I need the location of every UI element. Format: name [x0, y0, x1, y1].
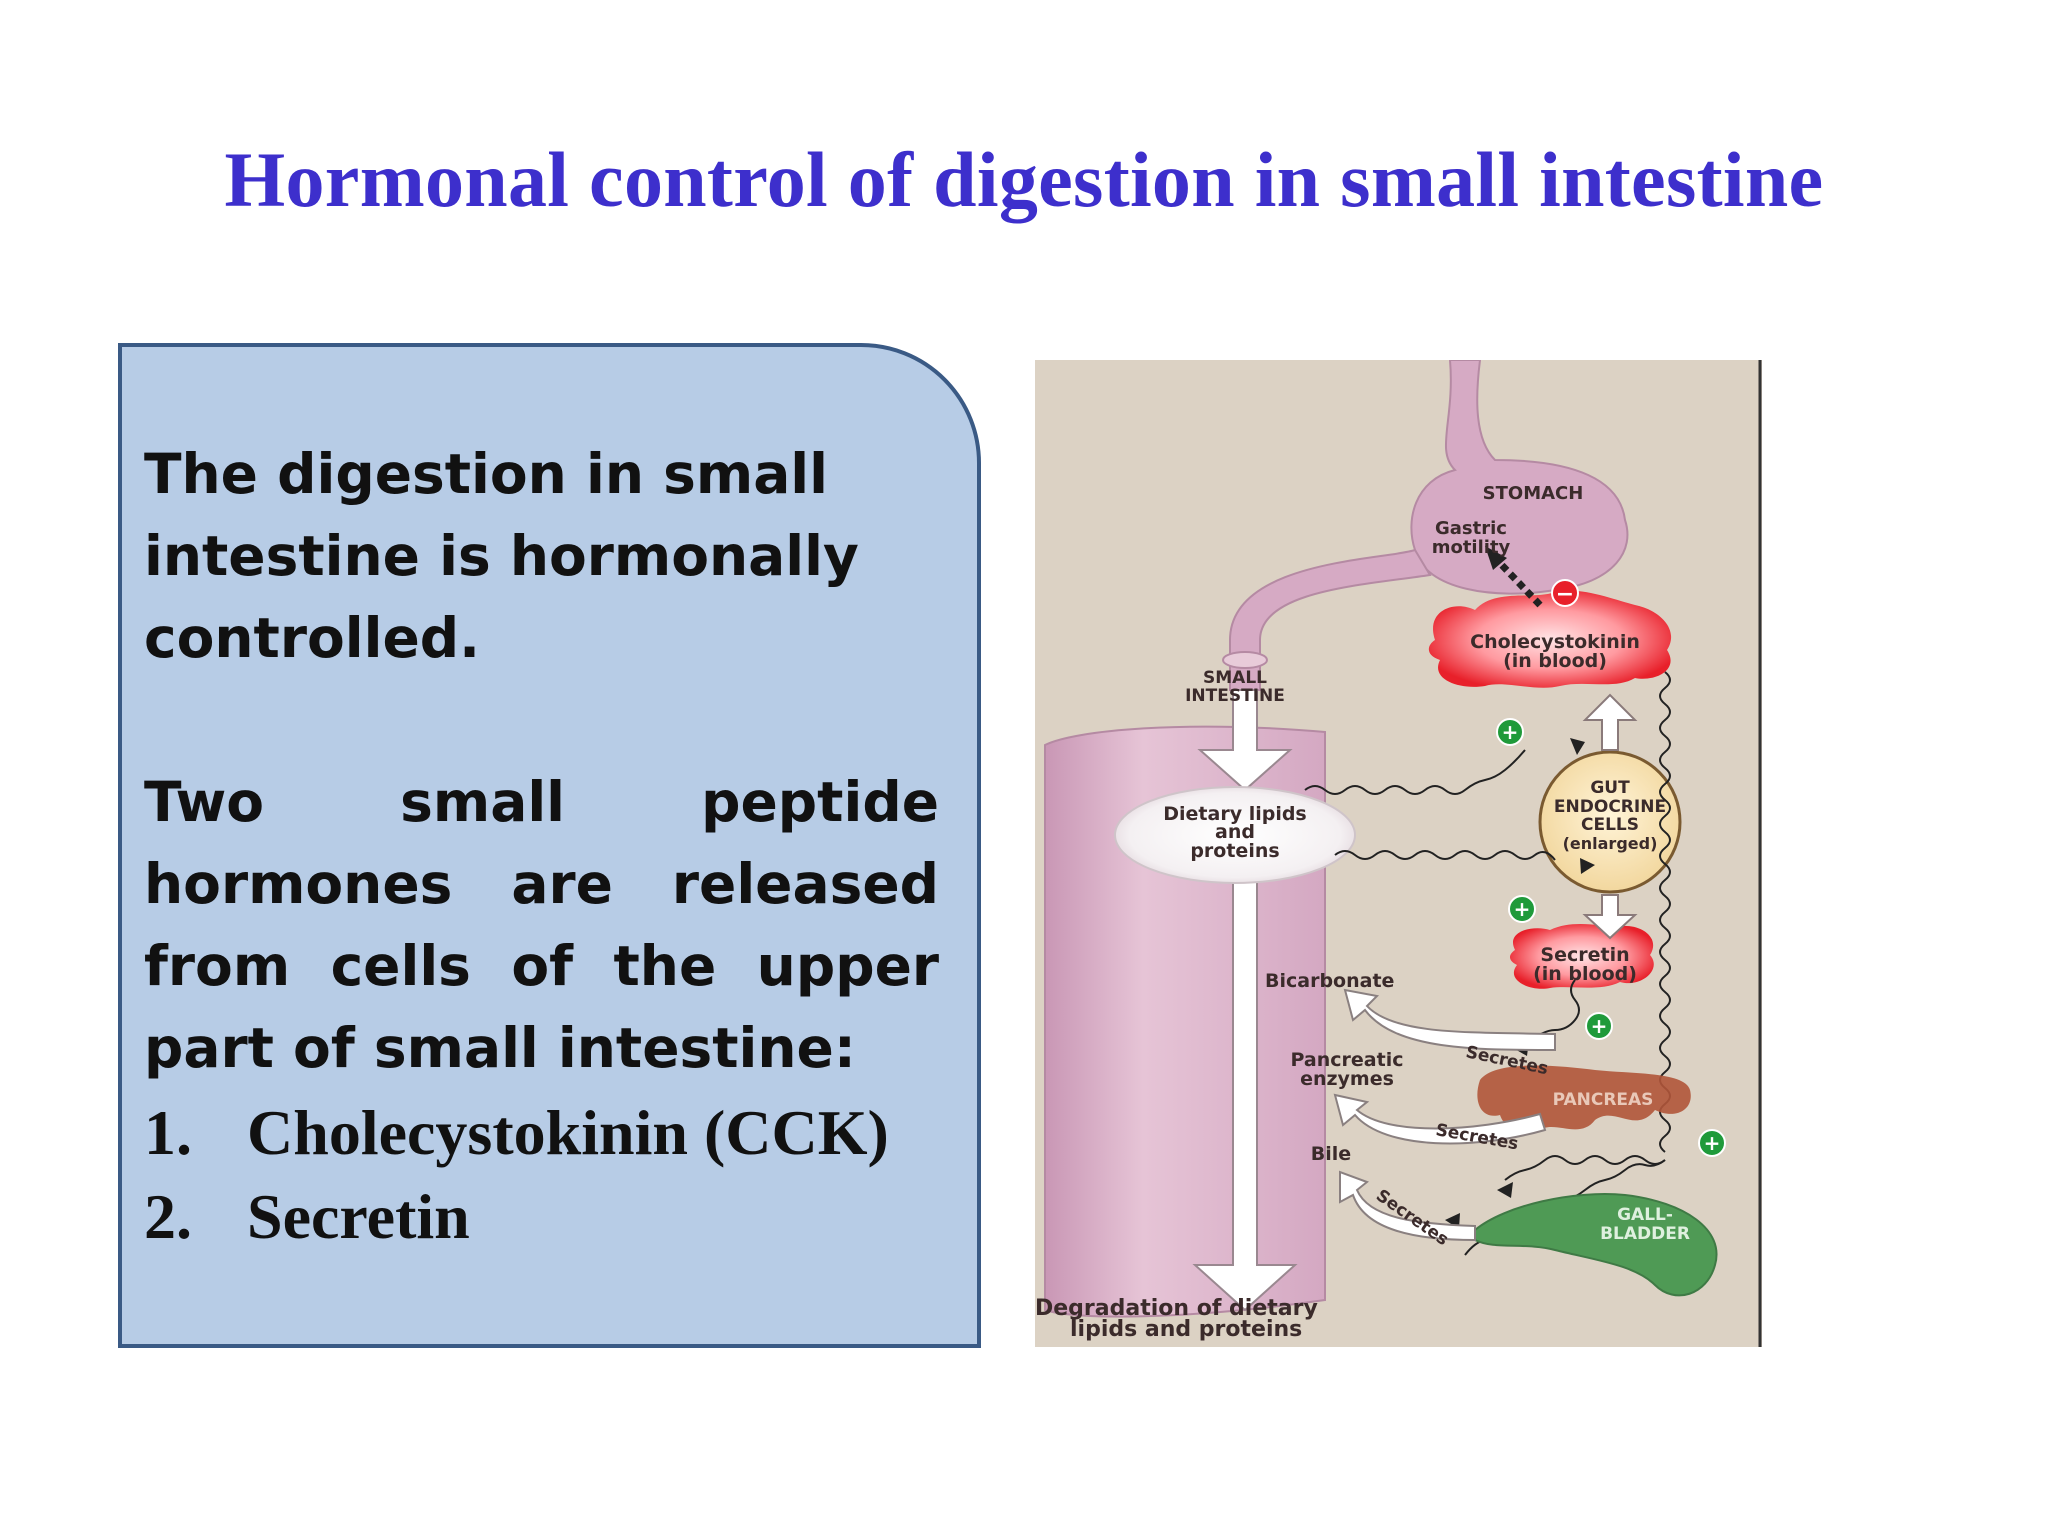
hormone-number: 1.	[144, 1097, 192, 1168]
pancreatic-enzymes-label: enzymes	[1300, 1068, 1394, 1090]
plus-marker: +	[1496, 718, 1524, 746]
gut-cells-label: CELLS	[1581, 815, 1639, 835]
hormone-name: Cholecystokinin (CCK)	[247, 1097, 889, 1168]
detail-paragraph: Two small peptide hormones are released …	[144, 770, 939, 1080]
gastric-motility-label: Gastric	[1435, 518, 1507, 539]
hormone-list: 1. Cholecystokinin (CCK) 2. Secretin	[144, 1091, 939, 1259]
hormone-number: 2.	[144, 1181, 192, 1252]
cck-blob	[1428, 590, 1672, 688]
gallbladder-label: GALL-	[1617, 1205, 1673, 1225]
gut-cells-label: (enlarged)	[1563, 834, 1658, 853]
secretin-label: (in blood)	[1533, 963, 1637, 985]
bile-label: Bile	[1311, 1143, 1351, 1165]
degradation-label: Degradation of dietary	[1035, 1296, 1318, 1321]
small-intestine-label: SMALL	[1203, 668, 1267, 688]
dietary-oval	[1114, 786, 1356, 884]
intro-paragraph: The digestion in small intestine is horm…	[144, 442, 859, 670]
secretes-arrow-bicarbonate	[1343, 988, 1556, 1052]
stomach-label: STOMACH	[1483, 483, 1584, 504]
pancreatic-enzymes-label: Pancreatic	[1291, 1049, 1404, 1071]
svg-text:+: +	[1591, 1014, 1608, 1038]
hormone-item: 2. Secretin	[144, 1175, 939, 1259]
secretes-arrow-bile	[1339, 1170, 1476, 1242]
gut-endocrine-cells	[1538, 750, 1682, 894]
svg-text:−: −	[1556, 582, 1574, 607]
secretes-arrow-enzymes	[1333, 1093, 1547, 1145]
dietary-label: proteins	[1190, 840, 1279, 862]
svg-text:+: +	[1514, 897, 1531, 921]
minus-marker: −	[1551, 579, 1579, 607]
plus-marker: +	[1508, 895, 1536, 923]
bicarbonate-label: Bicarbonate	[1265, 970, 1394, 992]
gut-cells-label: ENDOCRINE	[1554, 797, 1666, 817]
small-intestine-label: INTESTINE	[1185, 686, 1285, 706]
flow-arrow	[1197, 689, 1293, 792]
hormone-item: 1. Cholecystokinin (CCK)	[144, 1091, 939, 1175]
svg-text:+: +	[1704, 1131, 1721, 1155]
secretin-blob	[1510, 923, 1654, 989]
pancreas-label: PANCREAS	[1553, 1090, 1654, 1110]
gallbladder-label: BLADDER	[1600, 1224, 1690, 1244]
plus-marker: +	[1585, 1012, 1613, 1040]
duodenum-tube	[1229, 548, 1432, 691]
gastric-motility-label: motility	[1432, 537, 1511, 558]
svg-text:+: +	[1502, 720, 1519, 744]
hormone-name: Secretin	[247, 1181, 470, 1252]
dietary-label: and	[1215, 821, 1255, 843]
plus-marker: +	[1698, 1129, 1726, 1157]
gallbladder-shape	[1474, 1193, 1718, 1297]
degradation-label: lipids and proteins	[1070, 1317, 1302, 1342]
cck-label: Cholecystokinin	[1470, 631, 1640, 653]
secretin-label: Secretin	[1540, 944, 1629, 966]
text-box: The digestion in small intestine is horm…	[118, 343, 981, 1348]
dietary-label: Dietary lipids	[1163, 803, 1307, 825]
cck-label: (in blood)	[1503, 650, 1607, 672]
digestion-diagram: + + + + − STOMACH Gastric motility Chole…	[1035, 360, 1762, 1347]
slide-title: Hormonal control of digestion in small i…	[224, 136, 1824, 223]
gut-cells-label: GUT	[1590, 778, 1630, 798]
